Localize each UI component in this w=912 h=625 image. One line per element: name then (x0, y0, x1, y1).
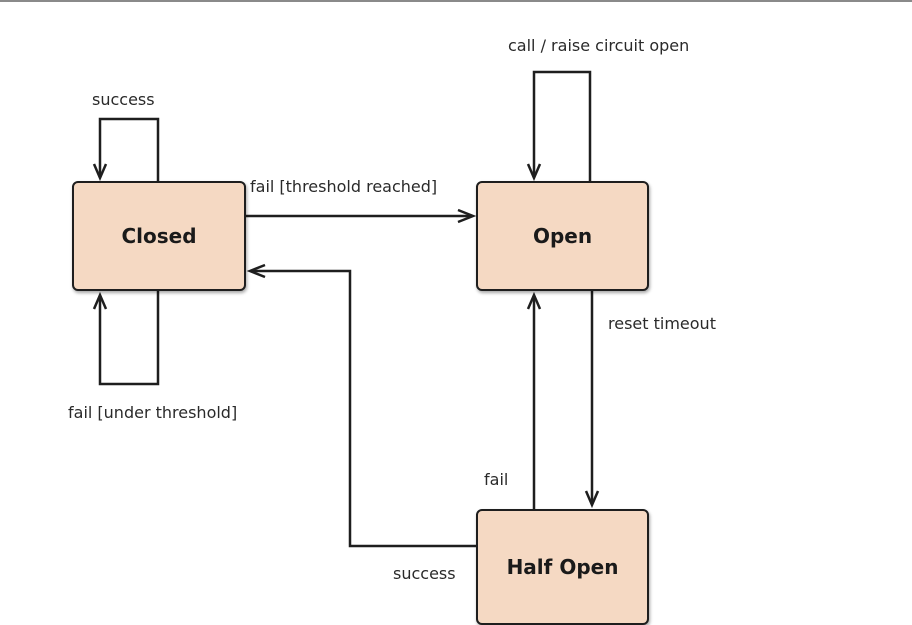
arrowhead-closed-to-open (457, 208, 477, 224)
label-closed-self-fail: fail [under threshold] (68, 403, 238, 422)
label-closed-self-success: success (92, 90, 155, 109)
edge-closed-self-bottom (98, 291, 160, 386)
arrowhead-half-open-to-closed (246, 263, 266, 279)
label-open-to-half-open: reset timeout (608, 314, 716, 333)
state-closed: Closed (72, 181, 246, 291)
top-divider (0, 0, 912, 2)
state-half-open: Half Open (476, 509, 649, 625)
edge-half-open-to-closed (251, 269, 476, 548)
label-half-open-to-closed: success (393, 564, 456, 583)
arrowhead-open-self (526, 163, 542, 182)
state-open: Open (476, 181, 649, 291)
label-closed-to-open: fail [threshold reached] (250, 177, 438, 196)
arrowhead-closed-self-top (92, 163, 108, 182)
state-closed-label: Closed (121, 224, 197, 248)
edge-open-self (532, 70, 592, 181)
arrowhead-closed-self-bottom (92, 291, 108, 310)
arrowhead-open-to-half-open (584, 490, 600, 509)
label-half-open-to-open: fail (484, 470, 509, 489)
arrowhead-half-open-to-open (526, 291, 542, 310)
state-half-open-label: Half Open (506, 555, 619, 579)
edge-closed-self-top (98, 117, 160, 181)
label-open-self-call: call / raise circuit open (508, 36, 690, 55)
state-open-label: Open (532, 224, 593, 248)
